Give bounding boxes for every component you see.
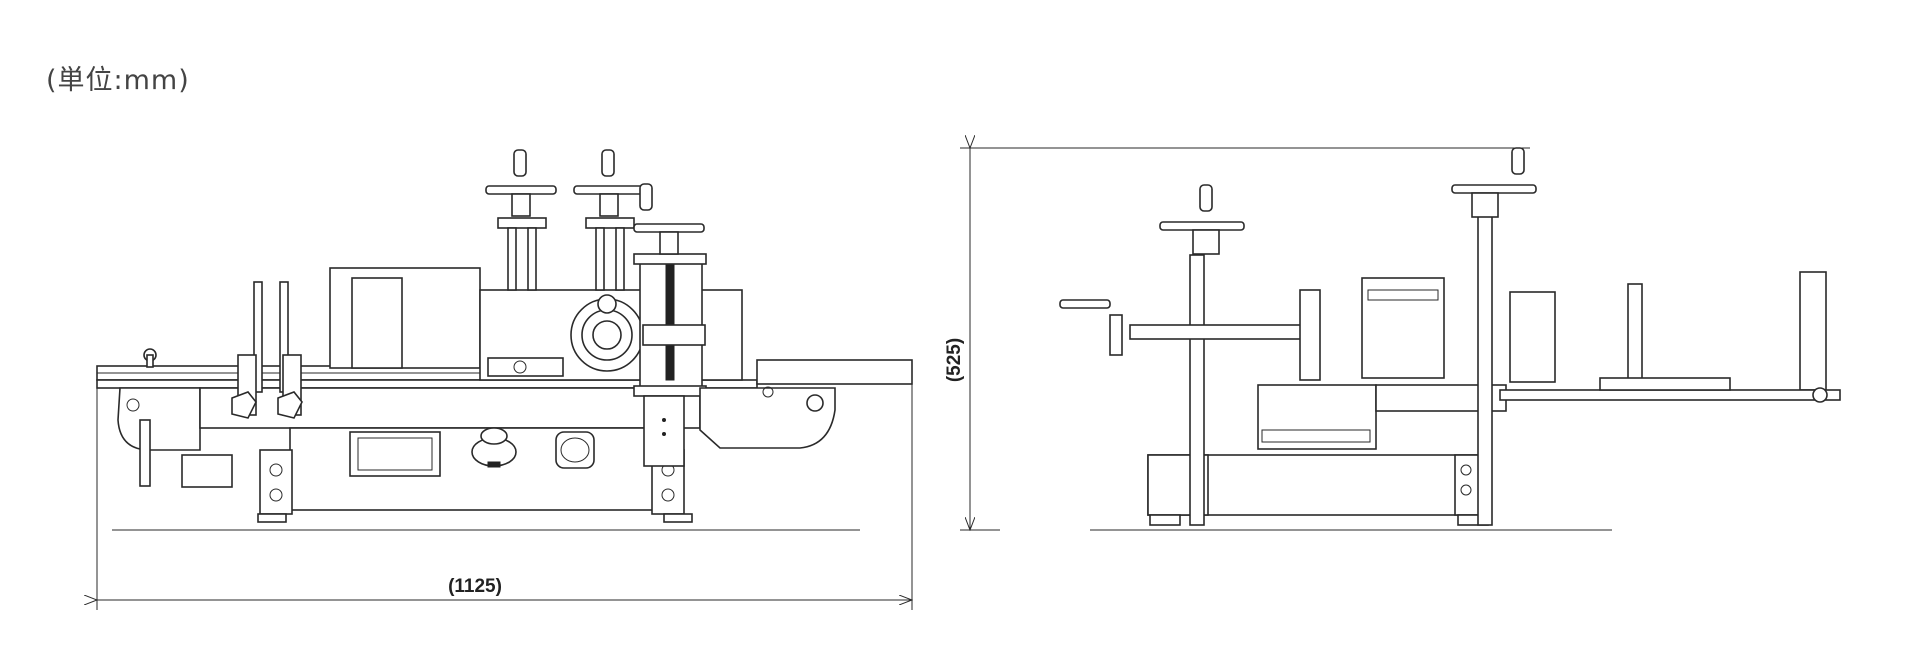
left-leg bbox=[259, 449, 293, 515]
side-handwheel-top-right bbox=[1451, 147, 1537, 218]
side-handwheel bbox=[1059, 299, 1111, 309]
emergency-stop bbox=[555, 431, 595, 469]
handwheel-3 bbox=[633, 183, 705, 255]
control-panel bbox=[289, 427, 661, 511]
label-plate bbox=[756, 359, 913, 385]
roll-spindle-2 bbox=[1799, 271, 1827, 391]
base-top bbox=[199, 387, 701, 429]
display-screen bbox=[349, 431, 441, 477]
handwheel-1 bbox=[485, 149, 557, 291]
motor-box bbox=[181, 454, 233, 488]
guide-post-left bbox=[253, 281, 263, 393]
units-label: (単位:mm) bbox=[46, 65, 190, 96]
side-handwheel-top-left bbox=[1159, 184, 1245, 255]
side-arm bbox=[1129, 324, 1311, 340]
star-knob-left bbox=[231, 391, 257, 419]
side-column-left bbox=[1189, 254, 1205, 526]
roll-spindle-1 bbox=[1627, 283, 1643, 385]
conveyor-leg bbox=[139, 419, 151, 487]
side-head-block bbox=[1257, 384, 1377, 450]
handwheel-2 bbox=[573, 149, 645, 291]
height-dimension-label: (525) bbox=[944, 338, 965, 382]
front-view: (1125) bbox=[97, 149, 913, 610]
right-arm bbox=[699, 387, 836, 449]
width-dimension-label: (1125) bbox=[448, 576, 502, 597]
side-view: (525) bbox=[944, 147, 1841, 530]
conveyor-end-cap bbox=[117, 387, 201, 451]
side-column-right bbox=[1477, 204, 1493, 526]
side-motor-box bbox=[1361, 277, 1445, 379]
star-knob-right bbox=[277, 391, 303, 419]
roll-arm bbox=[1499, 389, 1841, 401]
